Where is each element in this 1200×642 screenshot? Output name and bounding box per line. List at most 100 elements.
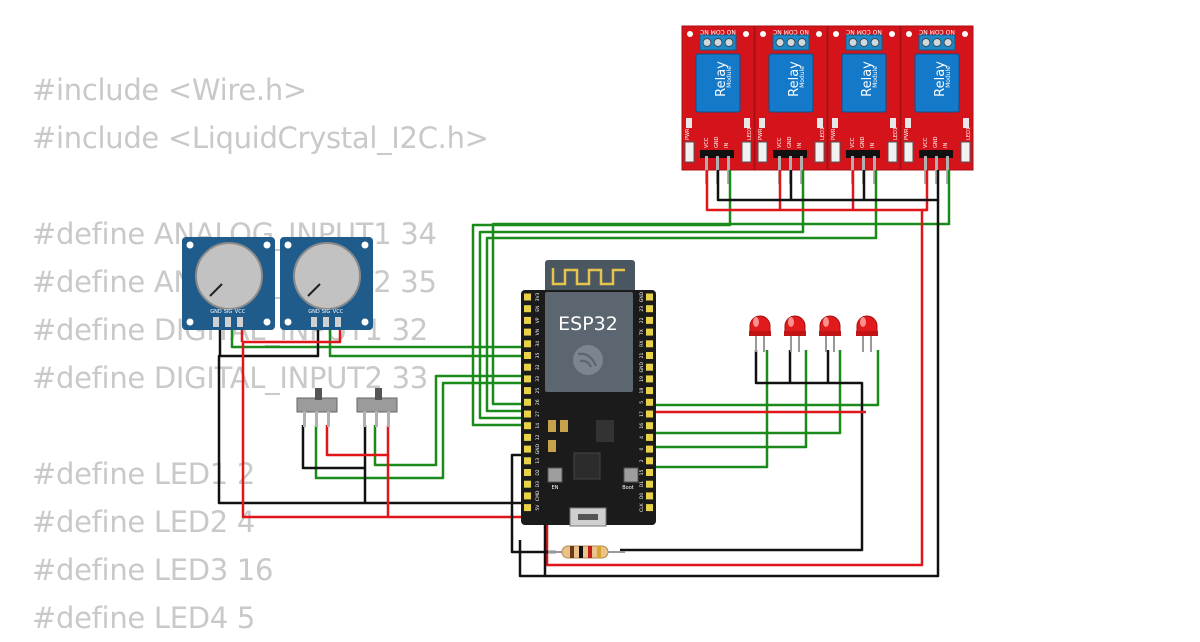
slide-switch[interactable] [356, 388, 398, 427]
smd-part [686, 118, 692, 128]
esp32-pin-label: RX [639, 341, 645, 347]
led-dome [749, 315, 771, 333]
header-pin [646, 316, 653, 324]
slide-switches [296, 388, 398, 427]
header-pin [646, 422, 653, 430]
wire [491, 170, 951, 406]
esp32-pin-label: D3 [535, 481, 541, 487]
relay-block [695, 53, 741, 113]
smd-part [548, 440, 556, 452]
usb-chip [573, 452, 601, 480]
relay-pin-label: IN [870, 143, 876, 148]
led[interactable] [819, 315, 841, 352]
led-rim [749, 331, 771, 336]
boot-button[interactable] [623, 467, 639, 483]
relay-sub-label: Module [726, 66, 733, 88]
led-dome [856, 315, 878, 333]
header-pin [646, 445, 653, 453]
esp32-pin-label: 17 [639, 411, 645, 417]
esp32-pin-label: 5V [535, 504, 541, 511]
resistor[interactable] [548, 545, 625, 559]
esp32-pin-label: GND [639, 362, 645, 373]
esp32-pin-label: 33 [535, 376, 541, 382]
esp32-module [545, 292, 633, 392]
relay-top-pin-labels: NO COM NC [773, 28, 809, 35]
wire [650, 350, 842, 435]
header-pin [524, 293, 531, 301]
switch-pin [327, 411, 330, 427]
esp32-pin-label: 21 [639, 353, 645, 359]
header-pin [646, 504, 653, 512]
pot-pin-label: VCC [333, 309, 344, 315]
switch-lever[interactable] [375, 388, 382, 400]
pot-pin [335, 317, 341, 327]
pot-knob[interactable] [195, 242, 263, 310]
pot-knob[interactable] [293, 242, 361, 310]
status-led [814, 141, 825, 163]
smd-part [744, 118, 750, 128]
switch-pin [315, 411, 318, 427]
wire [478, 170, 805, 420]
switch-body [296, 397, 338, 413]
relay-pin-label: VCC [850, 137, 856, 148]
status-led [887, 141, 898, 163]
relay-block [914, 53, 960, 113]
pin-header [846, 150, 880, 158]
code-line: #define ANALOG_INPUT1 34 [32, 217, 437, 251]
status-led [741, 141, 752, 163]
esp32-pin-label: 15 [639, 470, 645, 476]
code-line: #include <LiquidCrystal_I2C.h> [32, 121, 489, 155]
code-line: #define DIGITAL_INPUT2 33 [32, 361, 428, 395]
relay-pin-label: GND [860, 136, 866, 148]
knob-indicator [209, 283, 223, 297]
header-pin [646, 469, 653, 476]
header-pin [646, 305, 653, 313]
header-pin [646, 293, 653, 301]
led-highlight [753, 317, 759, 327]
regulator [596, 420, 614, 442]
esp32-pin-label: 2 [639, 459, 645, 462]
smd-part [548, 420, 556, 432]
resistor-band [588, 546, 592, 558]
relay-block [768, 53, 814, 113]
pot-pin [225, 317, 231, 327]
relay-pwr-label: PWR [758, 128, 764, 140]
switch-pin [375, 411, 378, 427]
esp32-pin-label: 0 [639, 448, 645, 451]
mount-hole [962, 31, 968, 37]
wire [328, 328, 527, 358]
wires [217, 170, 951, 578]
pot-pin [213, 317, 219, 327]
en-button[interactable] [547, 467, 563, 483]
header-pin [800, 156, 803, 184]
slide-switch[interactable] [296, 388, 338, 427]
wire [705, 170, 929, 212]
relay-pin-label: IN [724, 143, 730, 148]
led-rim [856, 331, 878, 336]
relay-pin-label: GND [933, 136, 939, 148]
wire [650, 350, 769, 469]
led[interactable] [784, 315, 806, 352]
header-pin [946, 156, 949, 184]
esp32-pin-label: GND [639, 291, 645, 302]
wire [325, 425, 390, 517]
relay-pin-label: VCC [704, 137, 710, 148]
pot-pin-label: SIG [224, 309, 233, 315]
pin-header [700, 150, 734, 158]
screw [870, 38, 880, 47]
header-pin [524, 352, 531, 359]
switch-lever[interactable] [315, 388, 322, 400]
smd-part [560, 420, 568, 432]
esp32-pin-label: VN [535, 329, 541, 335]
red-leds [749, 315, 878, 352]
led[interactable] [856, 315, 878, 352]
led[interactable] [749, 315, 771, 352]
esp32-pin-label: EN [535, 306, 541, 312]
